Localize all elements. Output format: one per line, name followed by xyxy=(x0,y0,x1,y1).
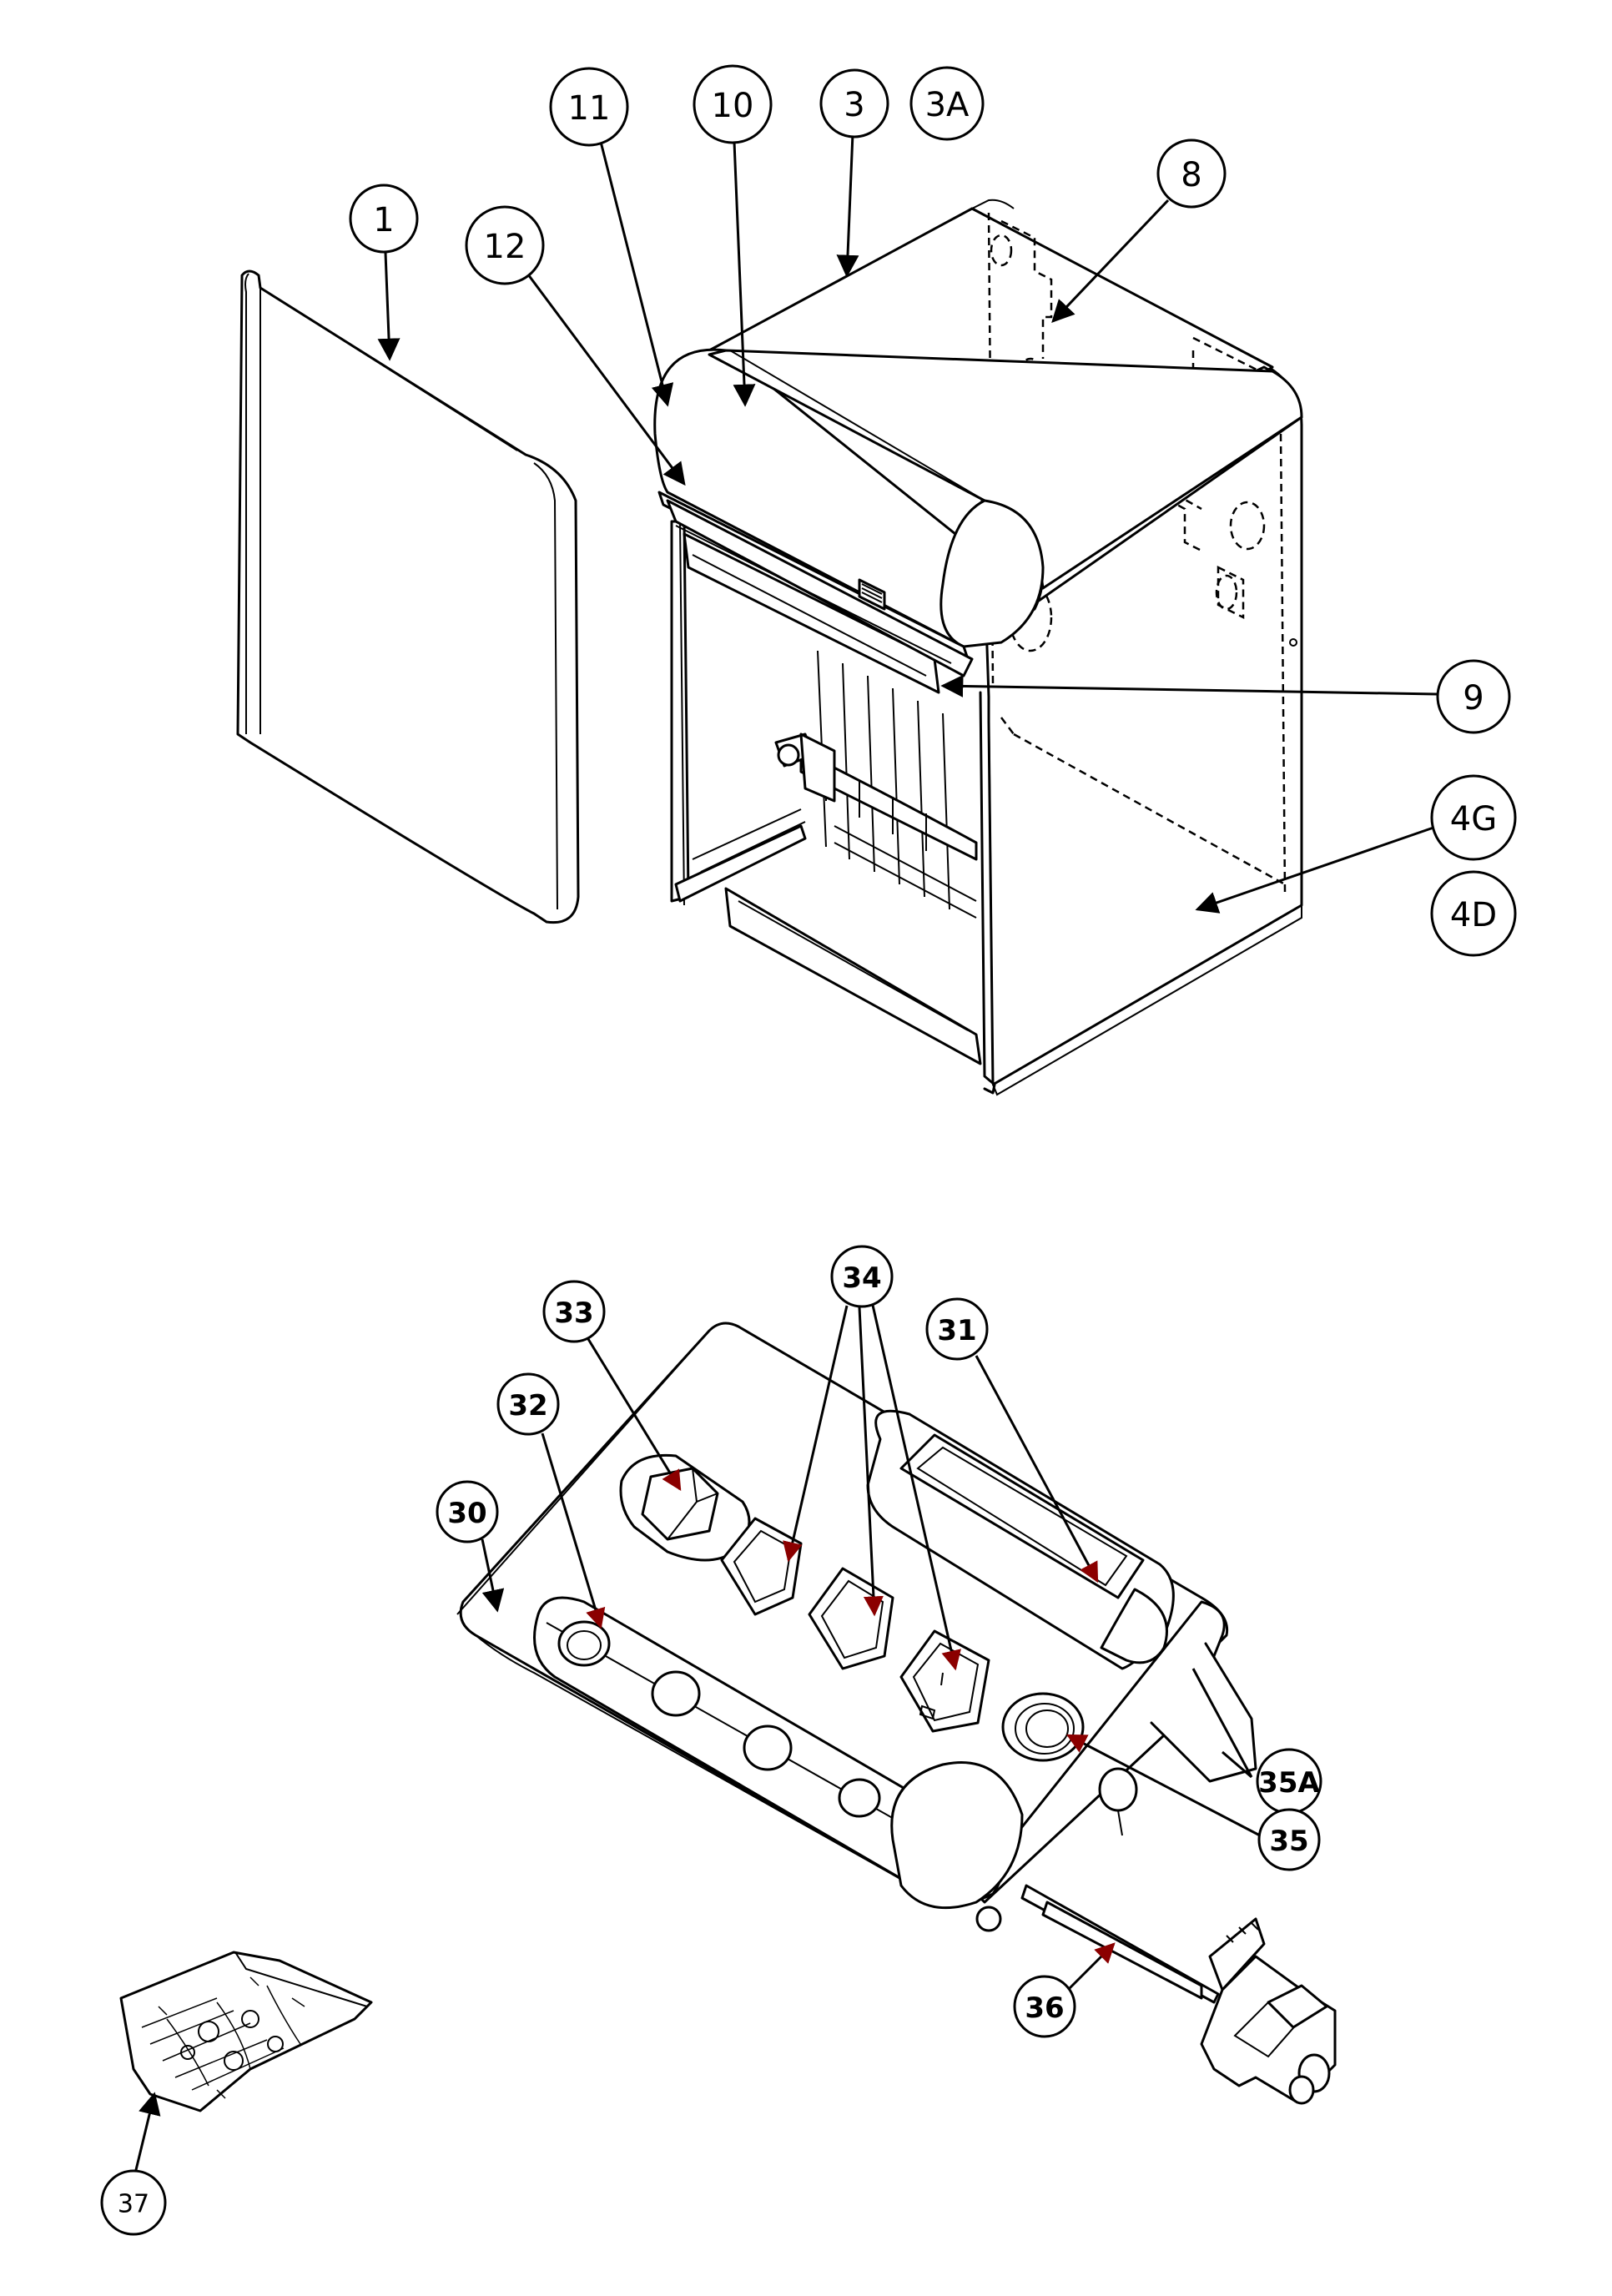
gas-valve xyxy=(774,733,836,803)
control-panel xyxy=(456,1322,1337,2105)
callout-8[interactable]: 8 xyxy=(1156,138,1227,209)
svg-text:37: 37 xyxy=(118,2190,149,2219)
callout-33[interactable]: 33 xyxy=(542,1280,606,1343)
callout-30[interactable]: 30 xyxy=(436,1480,499,1543)
svg-text:35: 35 xyxy=(1269,1825,1308,1858)
callout-4d[interactable]: 4D xyxy=(1430,870,1517,957)
pilot-lamp xyxy=(1001,1692,1085,1762)
callout-36[interactable]: 36 xyxy=(1013,1975,1076,2038)
svg-text:10: 10 xyxy=(712,87,754,125)
top-cover-hood xyxy=(653,348,1303,677)
svg-text:9: 9 xyxy=(1463,679,1484,718)
heat-exchanger xyxy=(799,650,978,910)
svg-text:4G: 4G xyxy=(1450,800,1497,838)
lower-callouts: 30 32 33 34 31 35A xyxy=(100,1245,1322,2236)
callout-9[interactable]: 9 xyxy=(1436,659,1511,734)
svg-text:33: 33 xyxy=(554,1297,593,1330)
rocker-switches xyxy=(720,1517,990,1733)
svg-text:4D: 4D xyxy=(1450,896,1497,934)
svg-text:30: 30 xyxy=(447,1497,486,1530)
callout-10[interactable]: 10 xyxy=(693,64,773,144)
callout-32[interactable]: 32 xyxy=(496,1372,560,1436)
callout-35a[interactable]: 35A xyxy=(1256,1748,1322,1815)
svg-text:12: 12 xyxy=(484,228,526,266)
connector-plug xyxy=(1200,1917,1337,2105)
callout-35[interactable]: 35 xyxy=(1257,1808,1321,1871)
svg-text:1: 1 xyxy=(373,201,394,239)
svg-text:11: 11 xyxy=(568,89,611,128)
callout-37[interactable]: 37 xyxy=(100,2169,167,2236)
svg-text:31: 31 xyxy=(937,1314,976,1347)
svg-text:32: 32 xyxy=(508,1389,547,1422)
callout-4g[interactable]: 4G xyxy=(1430,774,1517,861)
push-buttons xyxy=(557,1620,881,1818)
svg-text:34: 34 xyxy=(842,1261,881,1295)
callout-34[interactable]: 34 xyxy=(830,1245,894,1308)
callout-3a[interactable]: 3A xyxy=(909,66,985,141)
callout-31[interactable]: 31 xyxy=(925,1297,989,1361)
upper-callouts: 1 12 11 10 3 3A xyxy=(349,64,1517,957)
callout-12[interactable]: 12 xyxy=(465,205,545,285)
callout-3[interactable]: 3 xyxy=(819,68,889,138)
front-door-panel xyxy=(236,269,580,924)
boiler-cabinet xyxy=(670,199,1303,1096)
callout-11[interactable]: 11 xyxy=(549,67,629,147)
svg-text:36: 36 xyxy=(1025,1991,1064,2025)
svg-text:8: 8 xyxy=(1181,156,1201,194)
svg-text:35A: 35A xyxy=(1258,1766,1320,1800)
spare-parts-bag xyxy=(119,1951,373,2112)
svg-text:3A: 3A xyxy=(925,86,970,124)
svg-text:3: 3 xyxy=(844,86,864,124)
callout-1[interactable]: 1 xyxy=(349,184,419,254)
